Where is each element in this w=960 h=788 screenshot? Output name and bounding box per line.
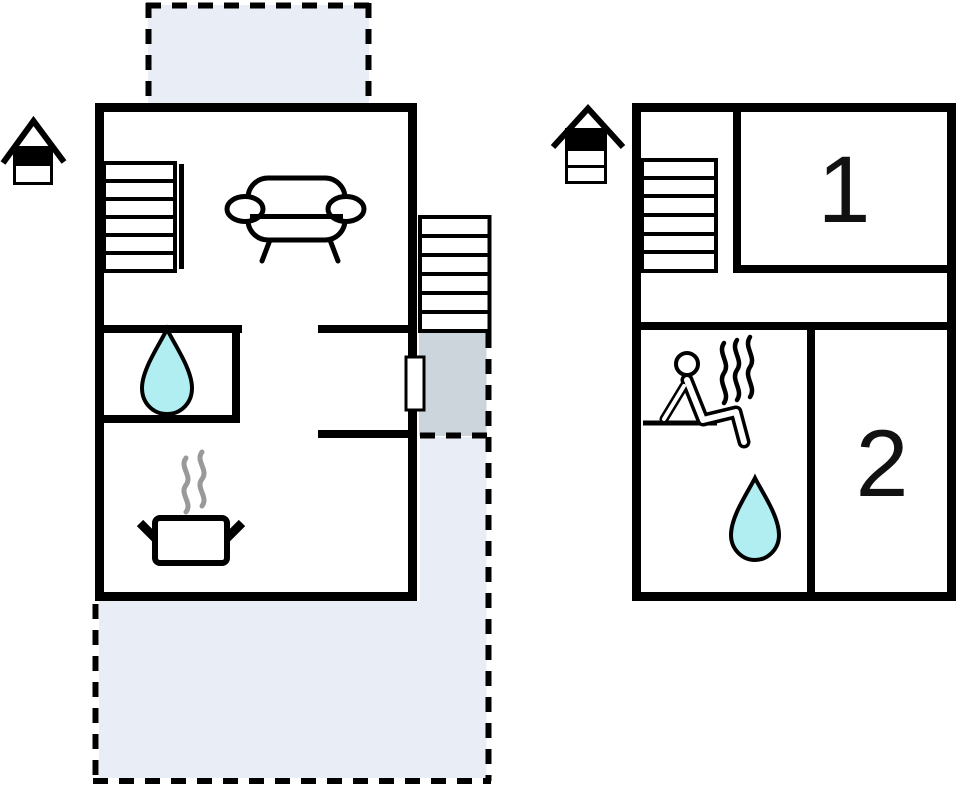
water-drop-icon (728, 473, 782, 563)
stair-landing-fill (419, 333, 487, 436)
lower-terrace-dashed-outline (92, 333, 492, 784)
steam-icon (197, 449, 207, 509)
upper-terrace-dashed-outline (145, 2, 372, 103)
floor-indicator-icon-ground (0, 115, 67, 185)
cooking-pot-icon (136, 449, 246, 566)
sauna-icon (643, 334, 755, 449)
steam-icon (181, 455, 191, 515)
sofa-icon (224, 175, 367, 264)
water-drop-icon (139, 324, 195, 417)
lower-terrace-fill (99, 437, 487, 778)
entry-door (404, 355, 426, 412)
person-head (674, 351, 700, 377)
bedroom-1-label: 1 (818, 137, 871, 243)
bedroom-2-label: 2 (856, 411, 909, 517)
pot-body (152, 515, 230, 566)
upper-terrace-fill (148, 5, 369, 103)
exterior-stairs-icon (418, 215, 492, 333)
ground-floor-plan (0, 2, 492, 784)
floor-indicator-icon-upper (550, 104, 626, 184)
upper-stairs-icon (640, 158, 718, 273)
sauna-steam-icon (719, 334, 755, 406)
upper-floor-plan: 1 2 (550, 103, 956, 601)
stair-rail (179, 164, 184, 269)
upper-house-interior-walls (636, 111, 952, 597)
interior-stairs-icon (102, 161, 184, 273)
